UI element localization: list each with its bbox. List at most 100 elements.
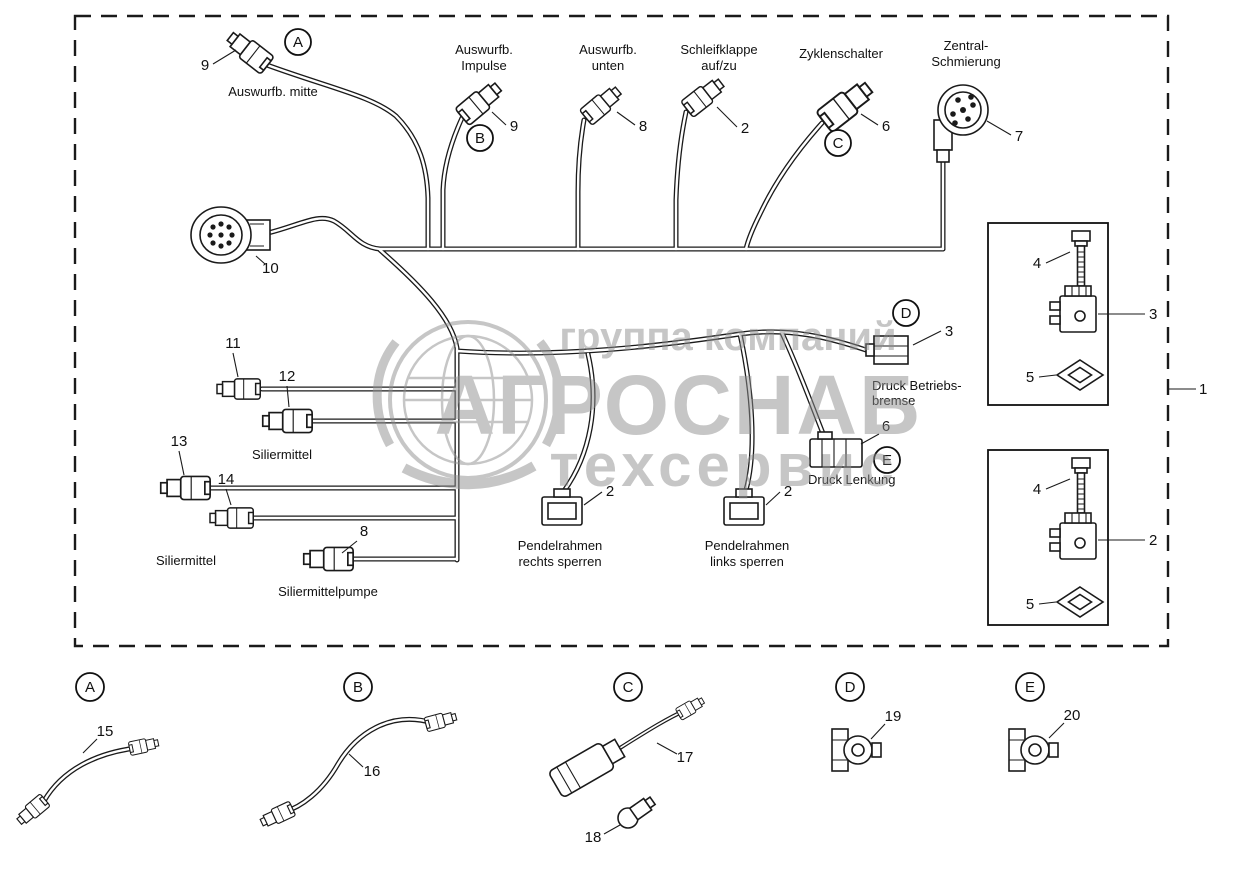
callout-d: D bbox=[892, 299, 920, 327]
watermark-line-3: техсервис bbox=[549, 432, 898, 499]
svg-text:C: C bbox=[833, 135, 844, 152]
part-number-9-impulse: 9 bbox=[510, 118, 518, 135]
part-number-13: 13 bbox=[171, 433, 188, 450]
label-pendelrahmen-rechts-1: Pendelrahmen bbox=[518, 538, 603, 553]
part-number-8-pumpe: 8 bbox=[360, 523, 368, 540]
connector-auswurfb-mitte-icon bbox=[222, 27, 275, 76]
part-number-15: 15 bbox=[97, 723, 114, 740]
connector-siliermittel-11-icon bbox=[216, 378, 261, 400]
part-number-5-bottom: 5 bbox=[1026, 596, 1034, 613]
kit-box-top bbox=[987, 222, 1109, 406]
connector-auswurfb-impulse-icon bbox=[454, 77, 507, 127]
svg-text:A: A bbox=[85, 679, 95, 696]
seal-icon bbox=[1056, 359, 1104, 391]
part-number-1-assembly: 1 bbox=[1199, 381, 1207, 398]
part-number-12: 12 bbox=[279, 368, 296, 385]
connector-zyklenschalter-icon bbox=[815, 76, 878, 134]
seal-icon bbox=[1056, 586, 1104, 618]
watermark: группа компаний АГРОСНАБ техсервис bbox=[372, 315, 922, 499]
callout-e: E bbox=[873, 446, 901, 474]
svg-text:E: E bbox=[1025, 679, 1035, 696]
legend-part-19-icon bbox=[831, 728, 882, 772]
callout-a: A bbox=[284, 28, 312, 56]
part-number-9-mitte: 9 bbox=[201, 57, 209, 74]
part-number-19: 19 bbox=[885, 708, 902, 725]
label-auswurfb-mitte: Auswurfb. mitte bbox=[228, 84, 318, 99]
label-druck-betriebsbremse-2: bremse bbox=[872, 393, 915, 408]
watermark-emblem-icon bbox=[372, 320, 564, 490]
part-number-4-bottom: 4 bbox=[1033, 481, 1041, 498]
part-number-2-kit: 2 bbox=[1149, 532, 1157, 549]
legend-part-20-icon bbox=[1008, 728, 1059, 772]
label-auswurfb-unten-1: Auswurfb. bbox=[579, 42, 637, 57]
harness-cables-core bbox=[42, 63, 945, 814]
legend-part-17-icon bbox=[549, 694, 707, 797]
legend-callout-e: E bbox=[1015, 672, 1045, 702]
connector-siliermittel-12-icon bbox=[261, 408, 313, 434]
label-auswurfb-impulse-2: Impulse bbox=[461, 58, 507, 73]
valve-connector-icon bbox=[1049, 285, 1097, 333]
part-number-8-unten: 8 bbox=[639, 118, 647, 135]
label-zentralschmierung-2: Schmierung bbox=[931, 54, 1000, 69]
label-pendelrahmen-links-1: Pendelrahmen bbox=[705, 538, 790, 553]
part-number-18: 18 bbox=[585, 829, 602, 846]
valve-connector-icon bbox=[1049, 512, 1097, 560]
label-schleifklappe-1: Schleifklappe bbox=[680, 42, 757, 57]
part-number-2-schleifklappe: 2 bbox=[741, 120, 749, 137]
svg-text:B: B bbox=[353, 679, 363, 696]
watermark-line-2: АГРОСНАБ bbox=[435, 358, 922, 452]
callout-b: B bbox=[466, 124, 494, 152]
legend-callout-d: D bbox=[835, 672, 865, 702]
part-number-3-kit: 3 bbox=[1149, 306, 1157, 323]
connector-siliermittel-14-icon bbox=[209, 507, 254, 529]
label-schleifklappe-2: auf/zu bbox=[701, 58, 736, 73]
svg-text:C: C bbox=[623, 679, 634, 696]
part-number-20: 20 bbox=[1064, 707, 1081, 724]
part-number-10: 10 bbox=[262, 260, 279, 277]
part-number-14: 14 bbox=[218, 471, 235, 488]
label-pendelrahmen-rechts-2: rechts sperren bbox=[518, 554, 601, 569]
svg-text:A: A bbox=[293, 34, 303, 51]
label-druck-betriebsbremse-1: Druck Betriebs- bbox=[872, 378, 962, 393]
connector-siliermittelpumpe-icon bbox=[302, 546, 354, 572]
legend-part-16-icon bbox=[257, 709, 459, 831]
label-zentralschmierung-1: Zentral- bbox=[944, 38, 989, 53]
label-siliermittelpumpe: Siliermittelpumpe bbox=[278, 584, 378, 599]
label-zyklenschalter: Zyklenschalter bbox=[799, 46, 883, 61]
part-number-5-top: 5 bbox=[1026, 369, 1034, 386]
connector-zentralschmierung-icon bbox=[933, 84, 989, 163]
label-druck-lenkung: Druck Lenkung bbox=[808, 472, 895, 487]
leader-lines bbox=[82, 49, 1196, 835]
bolt-icon bbox=[1071, 230, 1091, 287]
legend-callout-c: C bbox=[613, 672, 643, 702]
watermark-line-1: группа компаний bbox=[559, 315, 896, 359]
part-number-6-zyklenschalter: 6 bbox=[882, 118, 890, 135]
connector-siliermittel-13-icon bbox=[159, 475, 211, 501]
label-auswurfb-unten-2: unten bbox=[592, 58, 625, 73]
legend-part-18-icon bbox=[617, 795, 657, 829]
connector-auswurfb-unten-icon bbox=[578, 82, 626, 127]
kit-box-bottom bbox=[987, 449, 1109, 626]
part-number-7-zentralschmierung: 7 bbox=[1015, 128, 1023, 145]
part-number-3-betriebsbremse: 3 bbox=[945, 323, 953, 340]
label-pendelrahmen-links-2: links sperren bbox=[710, 554, 784, 569]
part-number-17: 17 bbox=[677, 749, 694, 766]
label-auswurfb-impulse-1: Auswurfb. bbox=[455, 42, 513, 57]
label-siliermittel-unten: Siliermittel bbox=[156, 553, 216, 568]
svg-text:D: D bbox=[845, 679, 856, 696]
part-number-11: 11 bbox=[225, 335, 241, 352]
callout-c: C bbox=[824, 129, 852, 157]
svg-text:B: B bbox=[475, 130, 485, 147]
part-number-2-rechts: 2 bbox=[606, 483, 614, 500]
label-siliermittel-oben: Siliermittel bbox=[252, 447, 312, 462]
svg-text:E: E bbox=[882, 452, 892, 469]
bolt-icon bbox=[1071, 457, 1091, 514]
main-connector-10-icon bbox=[190, 206, 271, 264]
part-number-4-top: 4 bbox=[1033, 255, 1041, 272]
part-number-6-lenkung: 6 bbox=[882, 418, 890, 435]
legend-callout-a: A bbox=[75, 672, 105, 702]
assembly-dashed-border bbox=[73, 14, 1170, 648]
part-number-16: 16 bbox=[364, 763, 381, 780]
